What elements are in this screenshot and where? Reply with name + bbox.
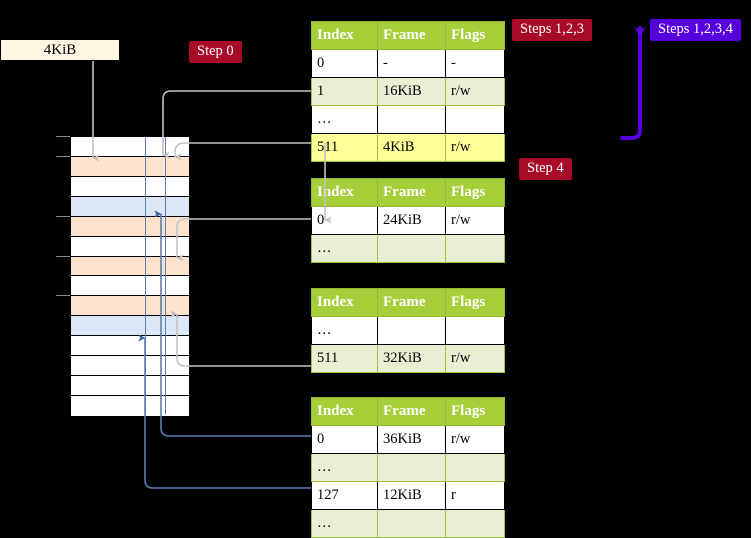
cell-index: 127 [311,481,378,510]
memory-frame-row [71,336,189,357]
block-4kib-label: 4KiB [43,41,77,58]
cell-frame: 24KiB [377,206,446,235]
cell-frame [377,234,446,263]
table-row: … [311,105,505,134]
label-steps-1234: Steps 1,2,3,4 [650,19,741,41]
cell-frame: 36KiB [377,425,446,454]
column-header-flags: Flags [445,288,505,317]
cell-frame: - [377,49,446,78]
connector-t1-row0-to-frame [176,218,311,262]
cell-flags: r/w [445,425,505,454]
cell-index: … [311,509,378,538]
table-row: … [311,453,505,482]
arrow-steps-loop [620,26,646,140]
frame-boundary-tick [56,215,70,217]
memory-frame-row [71,316,189,337]
memory-frame-row [71,137,189,157]
cell-flags [445,105,505,134]
label-step-0: Step 0 [189,41,242,63]
column-header-index: Index [311,21,378,50]
frame-boundary-tick [56,136,70,137]
cell-index: 511 [311,133,378,162]
cell-index: … [311,453,378,482]
connector-t2-row511-to-frame [170,310,311,367]
cell-index: 0 [311,206,378,235]
connector-t0-row511-to-frame [174,142,311,161]
table-row: 0-- [311,49,505,78]
cell-frame: 12KiB [377,481,446,510]
cell-frame: 4KiB [377,133,446,162]
cell-frame: 16KiB [377,77,446,106]
memory-frame-row [71,396,189,416]
cell-flags: r/w [445,344,505,373]
label-step-4: Step 4 [519,158,572,180]
cell-index: 1 [311,77,378,106]
grid-column-guide-1 [164,137,166,414]
table-row: … [311,316,505,345]
cell-index: 511 [311,344,378,373]
column-header-index: Index [311,288,378,317]
memory-frame-row [71,236,189,257]
label-steps-123: Steps 1,2,3 [512,19,593,41]
cell-flags: r [445,481,505,510]
memory-frame-row [71,296,189,317]
cell-index: … [311,105,378,134]
cell-frame: 32KiB [377,344,446,373]
cell-index: 0 [311,49,378,78]
cell-flags [445,453,505,482]
frame-boundary-tick [56,155,70,157]
cell-frame [377,453,446,482]
cell-flags: r/w [445,77,505,106]
cell-index: … [311,234,378,263]
cell-frame [377,105,446,134]
column-header-flags: Flags [445,397,505,426]
column-header-index: Index [311,178,378,207]
cell-frame [377,509,446,538]
cell-flags [445,509,505,538]
grid-column-guide-0 [145,137,147,414]
cell-flags: r/w [445,133,505,162]
frame-boundary-tick [56,255,70,257]
table-row: … [311,509,505,538]
cell-index: … [311,316,378,345]
memory-frame-row [71,176,189,197]
memory-frame-row [71,256,189,277]
cell-frame [377,316,446,345]
cell-flags [445,316,505,345]
column-header-frame: Frame [377,21,446,50]
column-header-flags: Flags [445,21,505,50]
cell-flags: - [445,49,505,78]
table-row: … [311,234,505,263]
column-header-flags: Flags [445,178,505,207]
memory-frame-row [71,196,189,217]
block-4kib: 4KiB [0,39,120,61]
cell-flags: r/w [445,206,505,235]
column-header-frame: Frame [377,288,446,317]
memory-frame-row [71,356,189,377]
memory-frame-row [71,216,189,237]
cell-index: 0 [311,425,378,454]
cell-flags [445,234,505,263]
memory-frame-row [71,376,189,397]
column-header-frame: Frame [377,397,446,426]
memory-frame-grid [70,136,190,416]
column-header-frame: Frame [377,178,446,207]
frame-boundary-tick [56,295,70,297]
column-header-index: Index [311,397,378,426]
memory-frame-row [71,276,189,297]
memory-frame-row [71,156,189,177]
